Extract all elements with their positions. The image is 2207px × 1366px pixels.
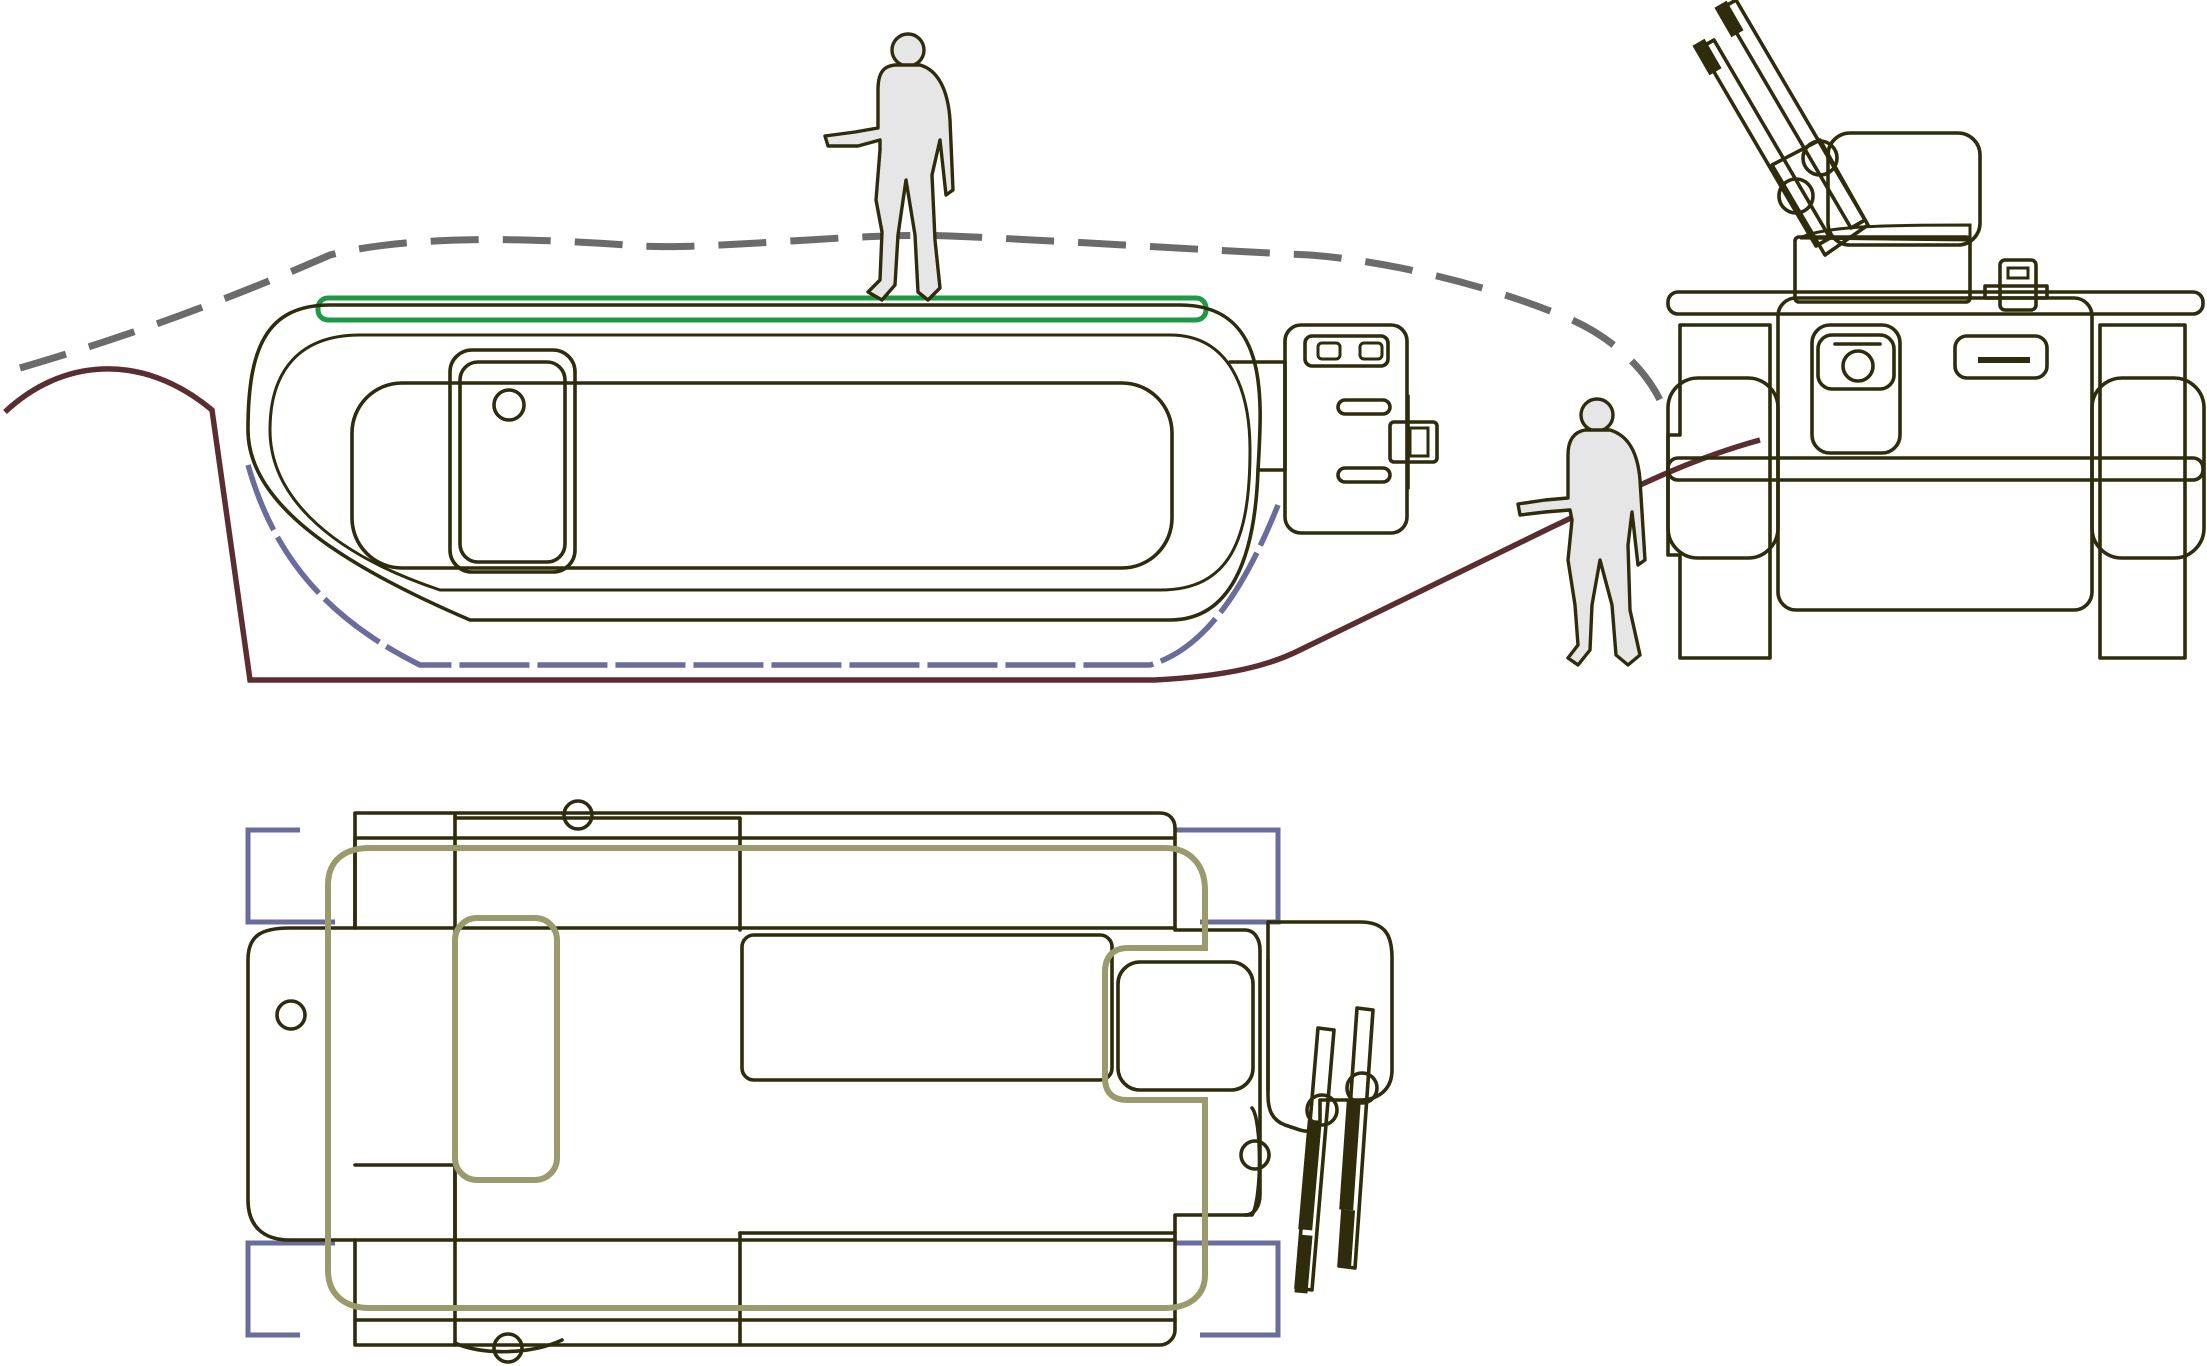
track-dashed-arc <box>245 464 1281 668</box>
hatch-door-frame <box>448 348 577 574</box>
side-view <box>3 32 1761 683</box>
top-track-bracket-rear-right <box>245 1240 335 1338</box>
front-right-wheel <box>2098 323 2187 660</box>
top-inner-hatch <box>452 915 560 1183</box>
front-left-wheel <box>1666 323 1772 660</box>
top-track-bracket-rear-left <box>245 827 335 925</box>
top-view <box>245 799 1394 1364</box>
rear-module-vent <box>1303 334 1390 368</box>
top-bottom-hatch-icon <box>492 1332 524 1364</box>
front-hatch <box>1810 323 1902 455</box>
front-lower-deck <box>1666 456 2205 482</box>
front-slot <box>1953 334 2049 380</box>
front-lamp-icon <box>1841 349 1875 383</box>
hull-inner-contour <box>268 333 1252 592</box>
hatch-icon <box>492 388 526 422</box>
top-hull-outline <box>246 811 1262 1347</box>
front-hatch-inner <box>1816 333 1896 391</box>
top-turret-rear <box>1266 920 1394 1133</box>
front-sight-lens <box>2006 266 2030 280</box>
top-front-deck-left <box>453 816 742 932</box>
top-bottom-hatch-rail <box>453 1338 564 1354</box>
rear-handle-1 <box>1336 398 1392 416</box>
hull-top-highlight <box>315 295 1209 323</box>
rear-handle-2 <box>1336 466 1392 484</box>
top-deck-panel <box>740 933 1114 1082</box>
side-panel <box>350 381 1174 570</box>
terrain-dashed-line <box>19 231 1664 402</box>
turret-base <box>1793 235 1972 304</box>
top-inner-hull-outline <box>325 845 1208 1311</box>
front-view <box>1516 0 2206 667</box>
front-top-deck <box>1666 290 2205 316</box>
top-rear-hatch-icon <box>275 999 307 1031</box>
top-track-bracket-front-left <box>1175 827 1281 925</box>
human-figure-icon <box>1516 397 1647 667</box>
top-left-track-band <box>353 836 1177 930</box>
human-figure-icon <box>823 32 955 302</box>
hull-body <box>246 303 1262 622</box>
ground-line <box>3 366 1761 683</box>
front-sight-base <box>1983 284 2049 300</box>
hatch-door <box>458 360 567 564</box>
rear-latch-inner <box>1408 426 1430 458</box>
top-turret-body <box>1116 960 1255 1092</box>
top-side-bracket <box>1243 1106 1262 1217</box>
top-rear-block <box>353 1163 457 1242</box>
front-hull <box>1776 296 2094 612</box>
twin-cannon-icon <box>1692 0 1870 257</box>
top-track-bracket-front-right <box>1175 1240 1281 1338</box>
rear-vent-slot-2 <box>1358 341 1384 361</box>
twin-cannon-icon <box>1294 1006 1379 1294</box>
front-right-track-guard <box>2090 376 2206 560</box>
top-side-wheel-icon <box>1239 1139 1271 1171</box>
top-front-hatch-icon <box>562 799 594 831</box>
rear-latch <box>1388 420 1439 464</box>
rear-vent-slot-1 <box>1316 341 1342 361</box>
